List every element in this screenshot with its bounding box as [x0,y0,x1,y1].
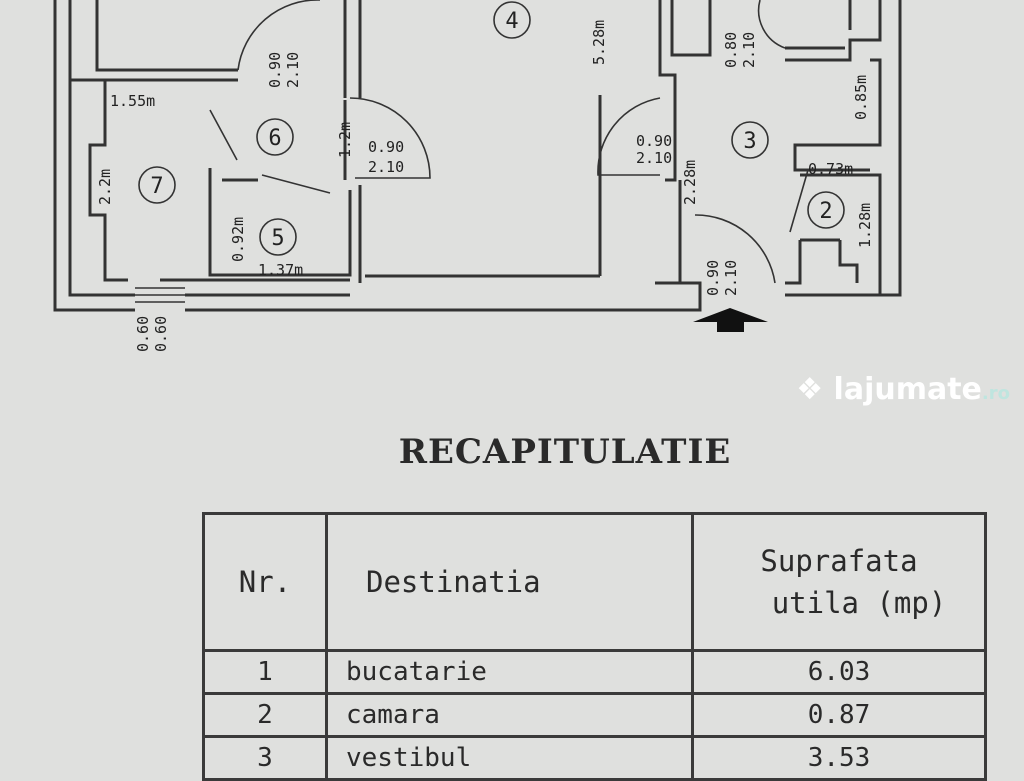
room-5-number: 5 [271,226,284,251]
room-7-number: 7 [150,174,163,199]
door-height: 2.10 [284,52,302,88]
door-width: 0.90 [704,260,722,296]
dim-0-92: 0.92m [229,217,247,262]
door-height: 2.10 [740,32,758,68]
room-6-number: 6 [268,126,281,151]
dim-2-2: 2.2m [96,169,114,205]
door-width: 0.90 [636,132,672,150]
row-area: 0.87 [691,692,987,738]
door-width: 0.90 [266,52,284,88]
room-4-number: 4 [505,9,518,34]
row-area: 3.53 [691,735,987,781]
door-width: 0.90 [368,138,404,156]
dim-0-73: 0.73m [808,160,853,178]
row-destination: bucatarie [325,649,694,695]
header-area-line1: Suprafata [760,544,918,578]
page-title: RECAPITULATIE [398,432,732,472]
table-header: Nr. Destinatia Suprafata utila (mp) [202,512,987,652]
dim-5-28: 5.28m [590,20,608,65]
handshake-icon: ❖ [796,372,834,407]
header-destination: Destinatia [325,512,694,652]
row-nr: 1 [202,649,328,695]
row-nr: 3 [202,735,328,781]
door-swings [209,0,809,284]
floor-plan: 4 6 7 5 3 2 5.28m 1.55m 1.2m 2.2m 0.92m … [53,0,902,352]
watermark-logo: ❖ lajumate.ro [796,372,1010,407]
door-height: 2.10 [722,260,740,296]
walls [53,0,902,312]
header-area: Suprafata utila (mp) [691,512,987,652]
row-destination: camara [325,692,694,738]
row-nr: 2 [202,692,328,738]
door-labels: 0.90 2.10 0.90 2.10 0.80 2.10 0.90 2.10 … [134,32,758,352]
watermark-tld: .ro [981,383,1010,404]
watermark-brand: lajumate [833,372,982,407]
room-markers: 4 6 7 5 3 2 [138,1,845,256]
room-2-number: 2 [819,199,832,224]
row-destination: vestibul [325,735,694,781]
header-area-line2: utila (mp) [771,586,947,620]
dim-1-2: 1.2m [336,122,354,158]
row-area: 6.03 [691,649,987,695]
window-height: 0.60 [152,316,170,352]
arrow-up-icon [693,308,768,332]
door-width: 0.80 [722,32,740,68]
dim-2-28: 2.28m [681,160,699,205]
header-nr: Nr. [202,512,328,652]
dimensions: 5.28m 1.55m 1.2m 2.2m 0.92m 1.37m 0.85m … [96,20,874,279]
dim-1-28: 1.28m [856,203,874,248]
dim-0-85: 0.85m [852,75,870,120]
dim-1-55: 1.55m [110,92,155,110]
window-width: 0.60 [134,316,152,352]
door-height: 2.10 [368,158,404,176]
dim-1-37: 1.37m [258,261,303,279]
room-3-number: 3 [743,129,756,154]
door-height: 2.10 [636,149,672,167]
